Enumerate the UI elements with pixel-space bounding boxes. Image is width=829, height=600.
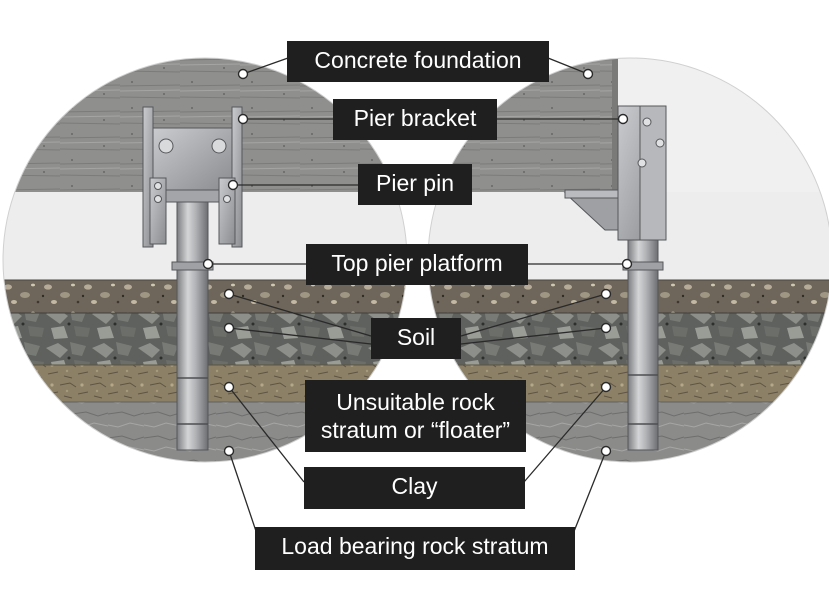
label-unsuitable-rock-line1: Unsuitable rock (336, 389, 495, 415)
label-unsuitable-rock-stratum: Unsuitable rock stratum or “floater” (305, 380, 526, 452)
label-pier-bracket: Pier bracket (333, 99, 497, 140)
pier-tube-left (176, 195, 209, 451)
floater-layer-right (428, 313, 829, 365)
floater-layer-left (3, 313, 407, 365)
label-concrete-foundation: Concrete foundation (287, 41, 549, 82)
pier-tube-right (627, 219, 659, 451)
label-clay: Clay (304, 467, 525, 509)
top-pier-platform-left (171, 261, 214, 271)
label-unsuitable-rock-line2: stratum or “floater” (320, 417, 511, 443)
label-load-bearing-rock-stratum: Load bearing rock stratum (255, 527, 575, 570)
pier-bracket-left (142, 106, 243, 248)
label-top-pier-platform: Top pier platform (306, 244, 528, 285)
pier-bracket-right (563, 105, 667, 241)
label-pier-pin: Pier pin (358, 164, 472, 205)
leader-dots (202, 68, 633, 457)
label-soil: Soil (371, 318, 461, 359)
